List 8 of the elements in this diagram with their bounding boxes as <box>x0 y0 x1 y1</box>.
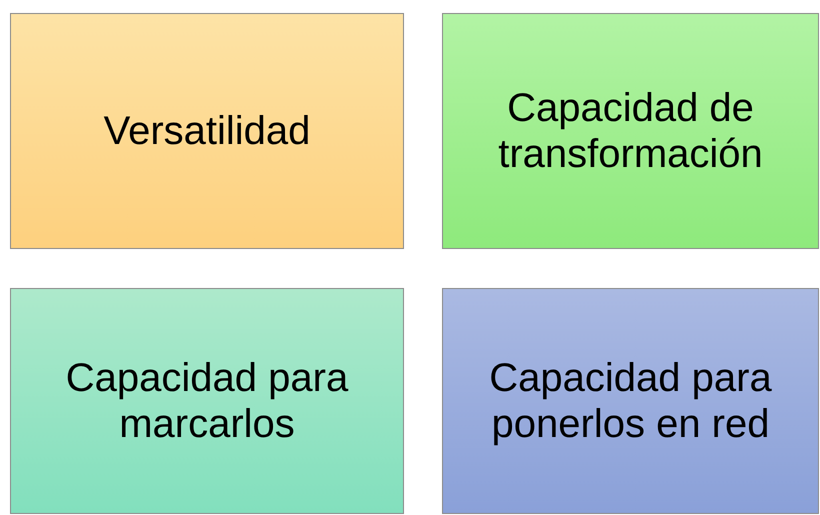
box-label: Capacidad para ponerlos en red <box>488 355 773 447</box>
box-label: Capacidad para marcarlos <box>64 355 350 447</box>
text-box <box>10 13 404 249</box>
text-box <box>442 288 819 514</box>
box-label: Capacidad de transformación <box>497 85 764 177</box>
box-label: Versatilidad <box>104 108 310 154</box>
text-box <box>10 288 404 514</box>
text-box <box>442 13 819 249</box>
